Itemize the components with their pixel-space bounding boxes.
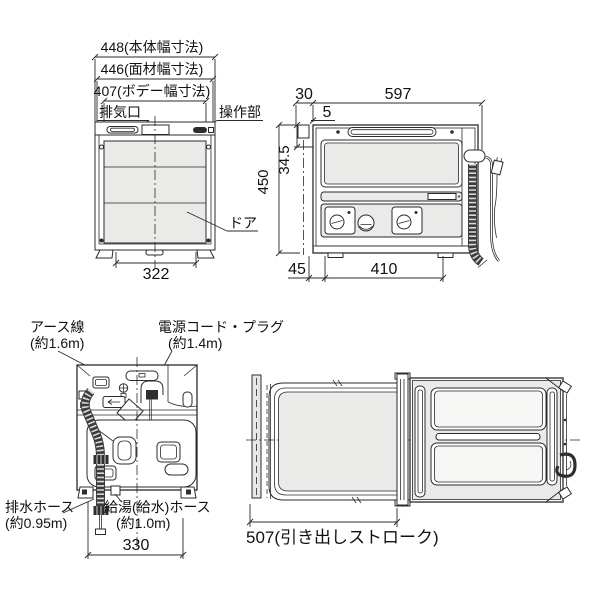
side-bottom-dimensions: 45 410 (288, 256, 447, 282)
dim-330-label: 330 (123, 537, 150, 554)
power-cord-label-line1: 電源コード・プラグ (158, 319, 284, 335)
drain-hose-label: 排水ホース (約0.95m) (5, 498, 95, 531)
control-switch (208, 127, 214, 133)
dim-448-label: 448(本体幅寸法) (101, 39, 204, 55)
drawer-interior (278, 391, 400, 492)
dim-507-label: 507(引き出しストローク) (246, 528, 439, 547)
dim-34_5-label: 34.5 (276, 145, 293, 174)
dim-30-label: 30 (295, 86, 313, 103)
front-width-dimensions: 448(本体幅寸法) 446(面材幅寸法) 407(ボデー幅寸法) (91, 39, 219, 122)
frame-dot-left (99, 238, 104, 243)
hose-end-cap (95, 528, 106, 535)
dim-446-label: 446(面材幅寸法) (101, 61, 204, 77)
rear-right-panel (167, 365, 198, 407)
top-handle-slot (347, 127, 437, 137)
side-body (312, 124, 479, 258)
break-marks (332, 379, 362, 504)
exhaust-vent-inner (110, 127, 135, 132)
drawer-outline (268, 382, 399, 501)
rear-bottom-dimension: 330 (84, 502, 187, 559)
supply-hose-label-line2: (約1.0m) (116, 515, 170, 531)
power-cord-label: 電源コード・プラグ (約1.4m) (150, 319, 284, 391)
side-foot-front (327, 252, 344, 258)
front-foot-left (95, 249, 114, 259)
side-top-dimensions: 30 597 5 (292, 86, 486, 150)
side-foot-rear (437, 252, 454, 258)
exhaust-vent-slot (106, 126, 139, 134)
top-notch (141, 124, 170, 135)
side-rear-hoses (463, 149, 504, 268)
drawer-pulled-out (266, 379, 400, 504)
mid-strip-plate (427, 193, 457, 200)
front-foot-right (196, 249, 215, 259)
power-plug-side (490, 157, 504, 176)
dim-322-label: 322 (143, 266, 170, 283)
rear-view: アース線 (約1.6m) 電源コード・プラグ (約1.4m) (5, 319, 284, 559)
dim-407-label: 407(ボデー幅寸法) (94, 83, 211, 99)
rear-hose-curl (555, 452, 577, 478)
front-center-tab (145, 249, 164, 256)
door-label: ドア (186, 211, 258, 232)
top-handle-slot-inner (350, 129, 434, 135)
drain-hose-label-line2: (約0.95m) (5, 515, 67, 531)
door-label-text: ドア (229, 215, 257, 231)
front-bottom-dimension: 322 (112, 252, 200, 283)
open-body (409, 377, 577, 503)
mid-strip-dot (458, 195, 460, 198)
earth-wire-label-line1: アース線 (30, 319, 84, 335)
drawer-open-view: 507(引き出しストローク) (246, 372, 580, 547)
earth-screw (118, 383, 129, 398)
rear-right-slot (182, 391, 193, 408)
drain-hose-rear (80, 388, 109, 535)
hose-elbow-fitting (463, 149, 486, 163)
frame-screw-left (99, 144, 104, 150)
front-view: 448(本体幅寸法) 446(面材幅寸法) 407(ボデー幅寸法) 排気口 操作… (91, 39, 263, 283)
side-view: 30 597 5 34.5 450 (255, 86, 504, 282)
dim-410-label: 410 (371, 261, 398, 278)
rear-pill (164, 463, 189, 476)
rear-top-slot (125, 370, 159, 381)
top-screw-front (336, 130, 340, 134)
frame-rail (394, 372, 411, 507)
rear-arrow-plate (102, 396, 126, 408)
side-left-dimensions: 34.5 450 (255, 121, 313, 257)
tub-divider-slot (435, 433, 541, 441)
recessed-panel-inner (324, 142, 459, 185)
frame-dot-right (206, 238, 211, 243)
valve-dot-right (414, 211, 418, 214)
stroke-dimension: 507(引き出しストローク) (246, 504, 439, 547)
control-panel-label-text: 操作部 (219, 104, 261, 120)
dim-5-label: 5 (323, 104, 332, 121)
earth-wire-label: アース線 (約1.6m) (30, 319, 122, 385)
power-cord-side (493, 174, 498, 239)
dim-597-label: 597 (385, 86, 412, 103)
left-rail-slot (414, 385, 426, 498)
back-tab-bottom (557, 486, 573, 500)
valve-dot-left (347, 211, 351, 214)
earth-wire-label-line2: (約1.6m) (30, 335, 84, 351)
rear-box (156, 441, 181, 463)
valve-knob-center (357, 214, 375, 232)
front-body (94, 116, 216, 268)
drain-hose-side (468, 164, 484, 266)
top-screw-rear (450, 130, 454, 134)
supply-hose-label-line1: 給湯(給水)ホース (104, 499, 211, 515)
back-tab-top (557, 380, 573, 394)
drain-hose-label-line1: 排水ホース (5, 499, 74, 515)
dim-450-label: 450 (255, 169, 272, 194)
cabinet-face-stub (297, 124, 310, 139)
frame-screw-right (206, 144, 211, 150)
dim-45-label: 45 (288, 261, 306, 278)
exhaust-label-text: 排気口 (99, 104, 141, 120)
power-cord-label-line2: (約1.4m) (168, 335, 222, 351)
supply-hose-label: 給湯(給水)ホース (約1.0m) (104, 493, 211, 531)
control-panel-strip (193, 127, 207, 133)
water-hose-stub (110, 485, 121, 496)
